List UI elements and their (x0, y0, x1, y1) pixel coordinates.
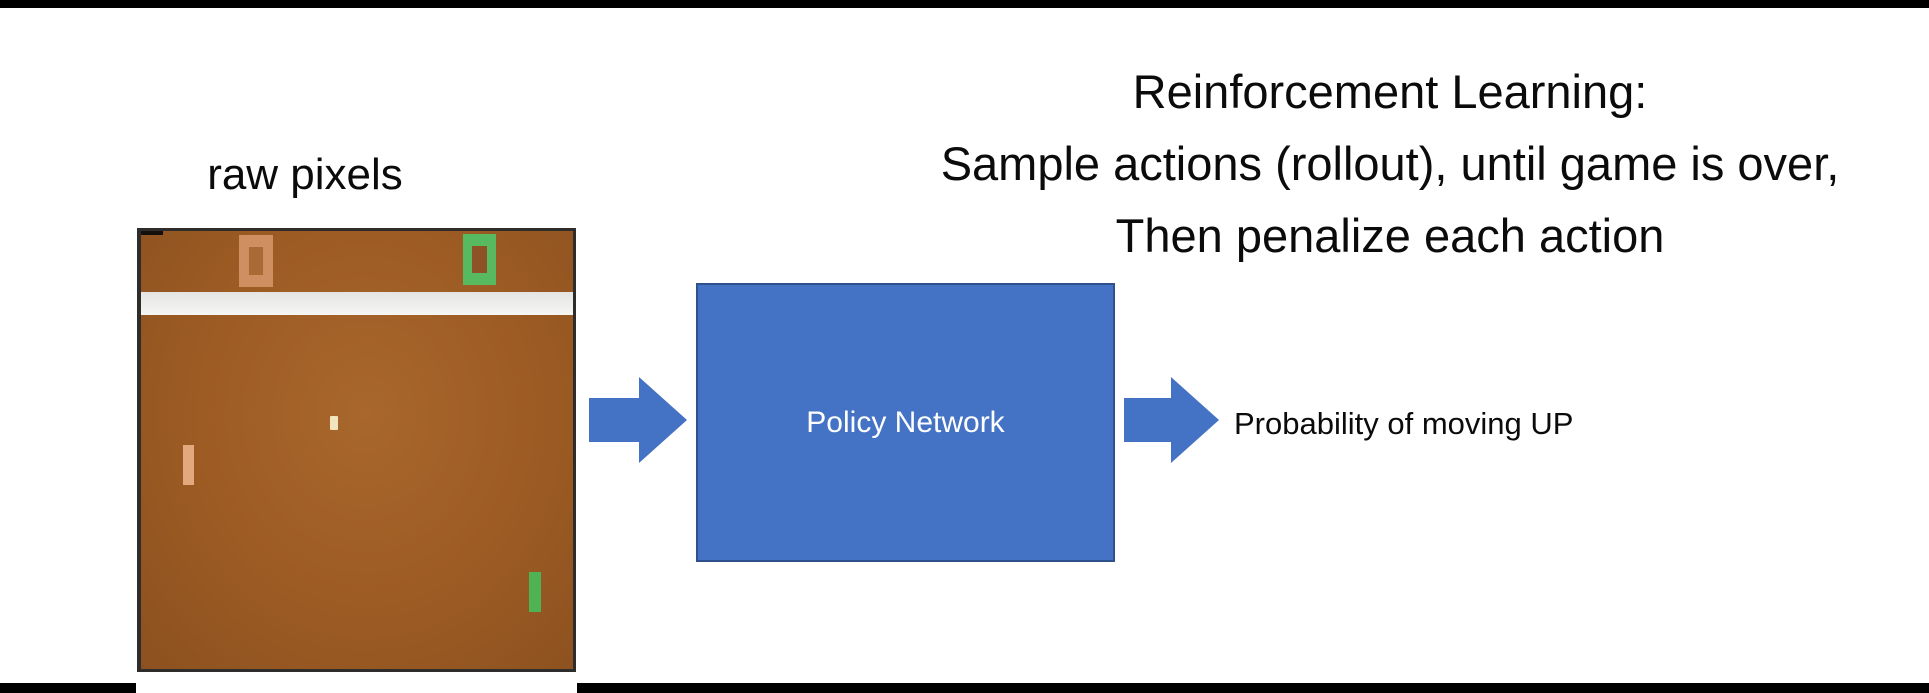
left-score-digit (239, 235, 273, 287)
top-edge-bar (0, 0, 1929, 8)
output-probability-label: Probability of moving UP (1234, 406, 1574, 441)
title-line-2: Sample actions (rollout), until game is … (940, 137, 1840, 190)
output-arrow-icon (1124, 377, 1219, 463)
slide-title: Reinforcement Learning: Sample actions (… (845, 56, 1929, 272)
title-line-3: Then penalize each action (1115, 209, 1665, 262)
right-score-digit (463, 234, 496, 285)
right-paddle (529, 572, 541, 612)
title-line-1: Reinforcement Learning: (1132, 65, 1648, 118)
pong-game-screenshot (137, 228, 576, 672)
left-paddle (183, 445, 194, 485)
policy-network-box: Policy Network (696, 283, 1115, 562)
input-arrow-icon (589, 377, 687, 463)
pong-ball (330, 416, 338, 430)
raw-pixels-label: raw pixels (207, 150, 403, 199)
policy-network-label: Policy Network (806, 405, 1005, 439)
bottom-edge-bar (0, 683, 1929, 693)
top-wall-stripe (141, 292, 573, 315)
screen-corner-dash (141, 231, 163, 235)
bottom-bar-white-gap (136, 672, 577, 693)
